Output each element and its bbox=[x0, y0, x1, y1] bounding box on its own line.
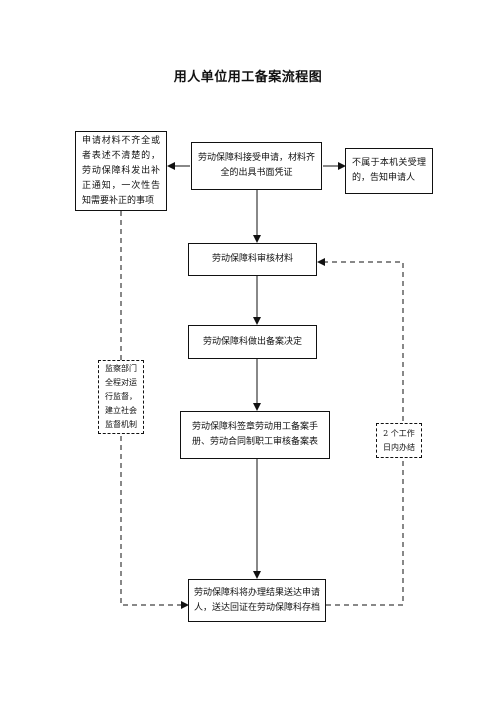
deliver-result-text: 劳动保障科将办理结果送达申请人，送达回证在劳动保障科存档 bbox=[193, 587, 320, 613]
accept-application-box: 劳动保障科接受申请，材料齐全的出具书面凭证 bbox=[191, 142, 322, 190]
dashed-deadline-loop bbox=[317, 258, 404, 606]
page-title: 用人单位用工备案流程图 bbox=[173, 70, 323, 85]
review-materials-text: 劳动保障科审核材料 bbox=[211, 254, 293, 264]
sign-seal-box: 劳动保障科签章劳动用工备案手册、劳动合同制职工审核备案表 bbox=[180, 411, 330, 459]
supervision-note-text: 监察部门全程对运行监督，建立社会监督机制 bbox=[105, 364, 137, 429]
deliver-result-box: 劳动保障科将办理结果送达申请人，送达回证在劳动保障科存档 bbox=[188, 579, 326, 622]
accept-application-text: 劳动保障科接受申请，材料齐全的出具书面凭证 bbox=[197, 153, 315, 178]
supervision-note-box: 监察部门全程对运行监督，建立社会监督机制 bbox=[98, 360, 144, 434]
incomplete-materials-text: 申请材料不齐全或者表述不清楚的，劳动保障科发出补正通知，一次性告知需要补正的事项 bbox=[82, 135, 160, 206]
incomplete-materials-box: 申请材料不齐全或者表述不清楚的，劳动保障科发出补正通知，一次性告知需要补正的事项 bbox=[75, 131, 167, 211]
sign-seal-text: 劳动保障科签章劳动用工备案手册、劳动合同制职工审核备案表 bbox=[191, 422, 318, 447]
not-belong-text: 不属于本机关受理的，告知申请人 bbox=[352, 158, 426, 183]
deadline-note-box: 2 个工作日内办结 bbox=[376, 423, 422, 458]
not-belong-box: 不属于本机关受理的，告知申请人 bbox=[345, 148, 433, 194]
review-materials-box: 劳动保障科审核材料 bbox=[188, 243, 317, 276]
filing-decision-text: 劳动保障科做出备案决定 bbox=[202, 336, 302, 347]
filing-decision-box: 劳动保障科做出备案决定 bbox=[188, 325, 317, 359]
deadline-note-text: 2 个工作日内办结 bbox=[383, 428, 415, 452]
